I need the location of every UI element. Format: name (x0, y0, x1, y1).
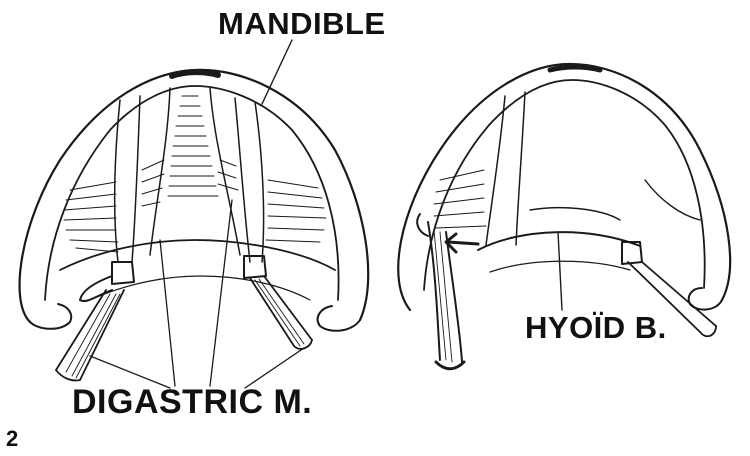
left-tendon-loop (112, 262, 134, 284)
right-panel-fan (434, 170, 486, 228)
digastric-muscle-label: DIGASTRIC M. (72, 385, 312, 419)
left-digastric-right-b (255, 102, 264, 262)
right-chin (550, 67, 600, 70)
left-ramus-left (30, 304, 71, 329)
left-chin (172, 72, 218, 76)
retraction-arrow (448, 242, 478, 244)
left-raphe-ticks (168, 96, 218, 196)
right-cut-hook (417, 214, 428, 236)
hyoid-pointer (558, 232, 562, 310)
right-mandible-outer (398, 64, 730, 310)
right-cut-belly-a (428, 222, 440, 360)
right-posterior-belly-b (264, 276, 312, 340)
left-ramus-right (318, 306, 360, 331)
left-hyoid-lower (90, 276, 310, 300)
right-posterior-striations (255, 279, 304, 346)
left-tendon-hook (80, 276, 112, 301)
left-median-muscle-a (150, 88, 170, 255)
right-median-b (516, 92, 525, 245)
left-median-muscle-b (210, 88, 240, 255)
left-panel (20, 40, 369, 388)
figure-number: 2 (6, 428, 19, 450)
left-posterior-belly-end (56, 370, 80, 381)
right-cut-belly-end (436, 362, 464, 369)
left-digastric-anterior-b (132, 96, 140, 262)
right-panel-stylohyoid (645, 180, 700, 220)
left-hyoid-body (60, 240, 335, 270)
left-mandible-inner (45, 86, 339, 300)
right-posterior-belly-a (250, 278, 294, 346)
right-panel-posterior-end (700, 326, 716, 336)
right-mandible-inner (424, 80, 705, 290)
mandible-label: MANDIBLE (218, 8, 386, 39)
hyoid-bone-label: HYOÏD B. (525, 312, 667, 343)
right-mylohyoid-fan (218, 160, 326, 242)
mandible-pointer (262, 40, 292, 104)
left-posterior-belly-a (56, 290, 106, 370)
right-hyoid-upper (530, 208, 620, 220)
left-mylohyoid-fan (64, 160, 164, 252)
